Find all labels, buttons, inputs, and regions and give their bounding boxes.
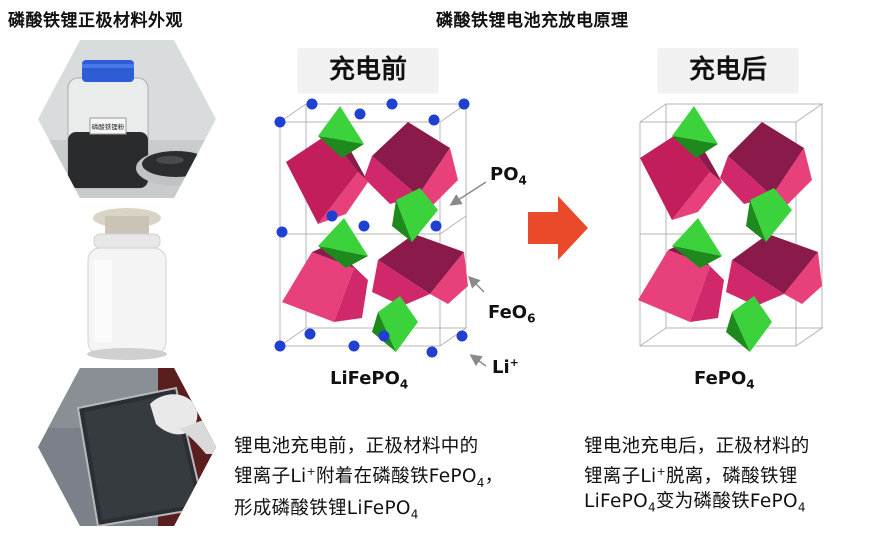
annotation-pointers: [449, 181, 487, 367]
bottle-powder-photo: 磷酸铁锂粉: [38, 40, 216, 198]
before-charge-label: 充电前: [298, 48, 438, 92]
po4-tetrahedron-top-after: [672, 106, 718, 158]
before-charge-caption: 锂电池充电前，正极材料中的 锂离子Li+附着在磷酸铁FePO4， 形成磷酸铁锂L…: [234, 436, 504, 522]
po4-tetrahedron-bottom-after: [726, 296, 772, 352]
after-charge-caption: 锂电池充电后，正极材料的 锂离子Li+脱离，磷酸铁锂 LiFePO4变为磷酸铁F…: [584, 436, 810, 515]
po4-pointer: [449, 181, 487, 206]
feo6-pointer: [467, 275, 485, 293]
bottle-label-text: 磷酸铁锂粉: [92, 122, 125, 131]
po4-tetrahedron-middle-right: [392, 188, 438, 242]
feo6-octahedron-upper-right: [364, 122, 458, 208]
lifepo4-formula: LiFePO4: [330, 368, 409, 392]
feo6-octahedron-lower-right-after: [726, 234, 822, 306]
po4-tetrahedron-middle-left: [318, 218, 368, 268]
feo6-label: FeO6: [488, 302, 536, 326]
po4-tetrahedron-middle-left-after: [672, 218, 722, 268]
lithium-atoms: [274, 98, 470, 358]
li-pointer: [469, 354, 487, 367]
after-charge-label: 充电后: [658, 48, 798, 92]
fepo4-formula: FePO4: [694, 368, 755, 392]
feo6-octahedron-upper-right-after: [720, 122, 812, 208]
feo6-octahedron-lower-right: [372, 234, 468, 306]
left-title: 磷酸铁锂正极材料外观: [8, 11, 183, 31]
right-title: 磷酸铁锂电池充放电原理: [436, 11, 629, 31]
po4-tetrahedron-middle-right-after: [746, 188, 792, 242]
po4-tetrahedron-bottom: [372, 296, 418, 352]
white-powder-jar-photo: [38, 204, 216, 362]
po4-label: PO4: [490, 164, 527, 188]
electrode-sheet-photo: [38, 368, 216, 526]
right-arrow-icon: [528, 196, 588, 260]
po4-tetrahedron-top: [318, 106, 364, 158]
feo6-octahedron-lower-left: [282, 244, 368, 322]
lifepo4-crystal-structure: [274, 98, 470, 358]
fepo4-crystal-structure: [638, 103, 824, 352]
li-ion-label: Li+: [492, 356, 519, 378]
